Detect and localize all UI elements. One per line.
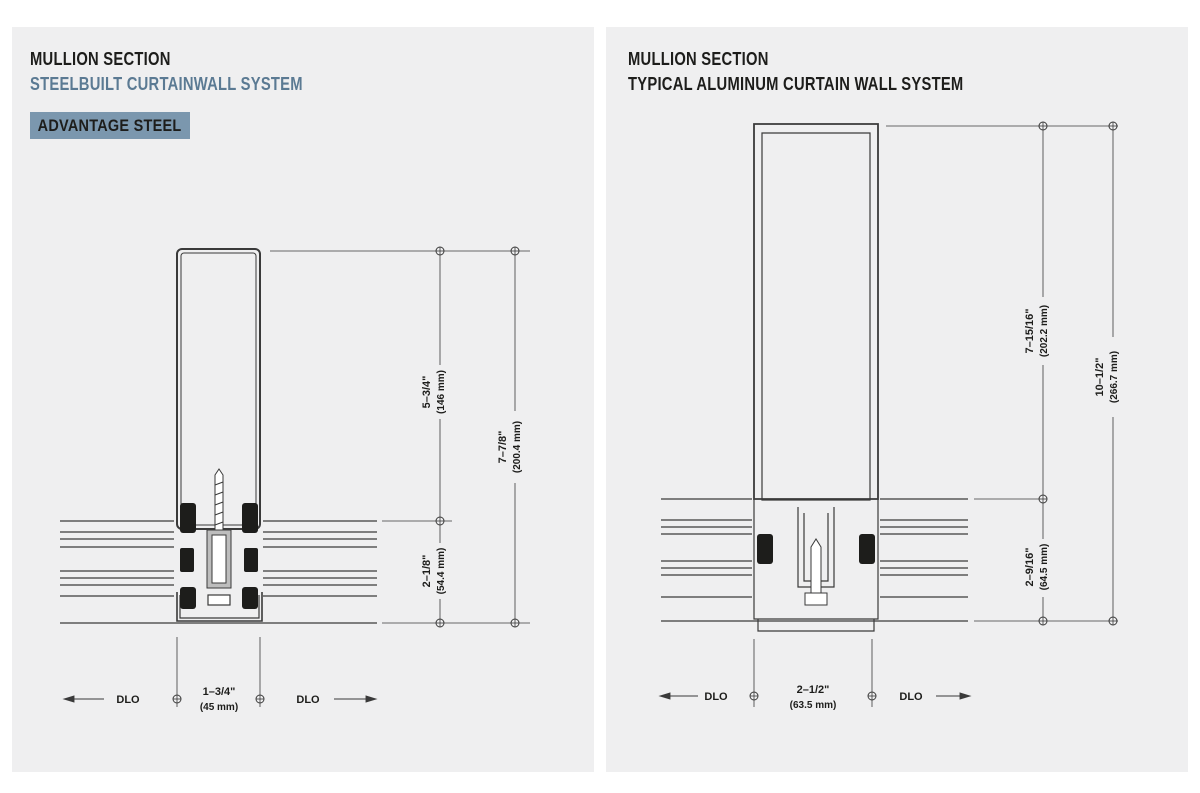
dim-upper-mm: (146 mm) (436, 370, 447, 414)
dim-total-mm: (200.4 mm) (512, 421, 523, 473)
dim-total-mm: (266.7 mm) (1109, 351, 1120, 403)
panel-steelbuilt: MULLION SECTION STEELBUILT CURTAINWALL S… (12, 27, 594, 772)
aluminum-mullion (753, 123, 879, 500)
gaskets (757, 534, 875, 564)
dim-width-mm: (45 mm) (200, 702, 238, 713)
dim-upper-inch: 7–15/16" (1024, 309, 1036, 354)
glass-lite-left (60, 520, 174, 597)
panel-title: MULLION SECTION (30, 49, 171, 69)
dlo-arrows (62, 695, 378, 703)
badge-label: ADVANTAGE STEEL (37, 115, 182, 135)
fastener (206, 468, 232, 589)
dimension-lines (176, 250, 530, 707)
panel-subtitle: STEELBUILT CURTAINWALL SYSTEM (30, 74, 303, 94)
dim-width-inch: 1–3/4" (203, 686, 236, 698)
dim-width-mm: (63.5 mm) (790, 700, 837, 711)
panel-aluminum: MULLION SECTION TYPICAL ALUMINUM CURTAIN… (606, 27, 1188, 772)
dlo-label-left: DLO (116, 694, 140, 706)
dim-lower-inch: 2–9/16" (1024, 548, 1036, 587)
glass-lite-right (880, 498, 968, 598)
panel-title: MULLION SECTION (628, 49, 769, 69)
fastener (804, 538, 828, 606)
dim-lower-inch: 2–1/8" (421, 555, 433, 588)
steel-mullion-section-drawing: 5–3/4" (146 mm) 2–1/8" (54.4 mm) 7–7/8" … (60, 246, 530, 713)
dimension-lines (753, 125, 1118, 707)
dlo-label-right: DLO (899, 691, 923, 703)
dim-lower-mm: (64.5 mm) (1039, 544, 1050, 591)
dim-width-inch: 2–1/2" (797, 684, 830, 696)
dim-upper-inch: 5–3/4" (421, 376, 433, 409)
gaskets (180, 503, 258, 609)
dim-upper-mm: (202.2 mm) (1039, 305, 1050, 357)
advantage-steel-badge: ADVANTAGE STEEL (30, 112, 190, 139)
panel-subtitle: TYPICAL ALUMINUM CURTAIN WALL SYSTEM (628, 74, 964, 94)
glass-lite-right (263, 520, 377, 597)
aluminum-mullion-section-drawing: 7–15/16" (202.2 mm) 2–9/16" (64.5 mm) 10… (658, 121, 1120, 711)
dlo-arrows (658, 692, 972, 700)
dlo-label-right: DLO (296, 694, 320, 706)
dim-total-inch: 10–1/2" (1094, 358, 1106, 397)
dim-lower-mm: (54.4 mm) (436, 548, 447, 595)
dim-total-inch: 7–7/8" (497, 431, 509, 464)
glass-lite-left (661, 498, 752, 598)
pressure-plate (176, 592, 263, 622)
dlo-label-left: DLO (704, 691, 728, 703)
